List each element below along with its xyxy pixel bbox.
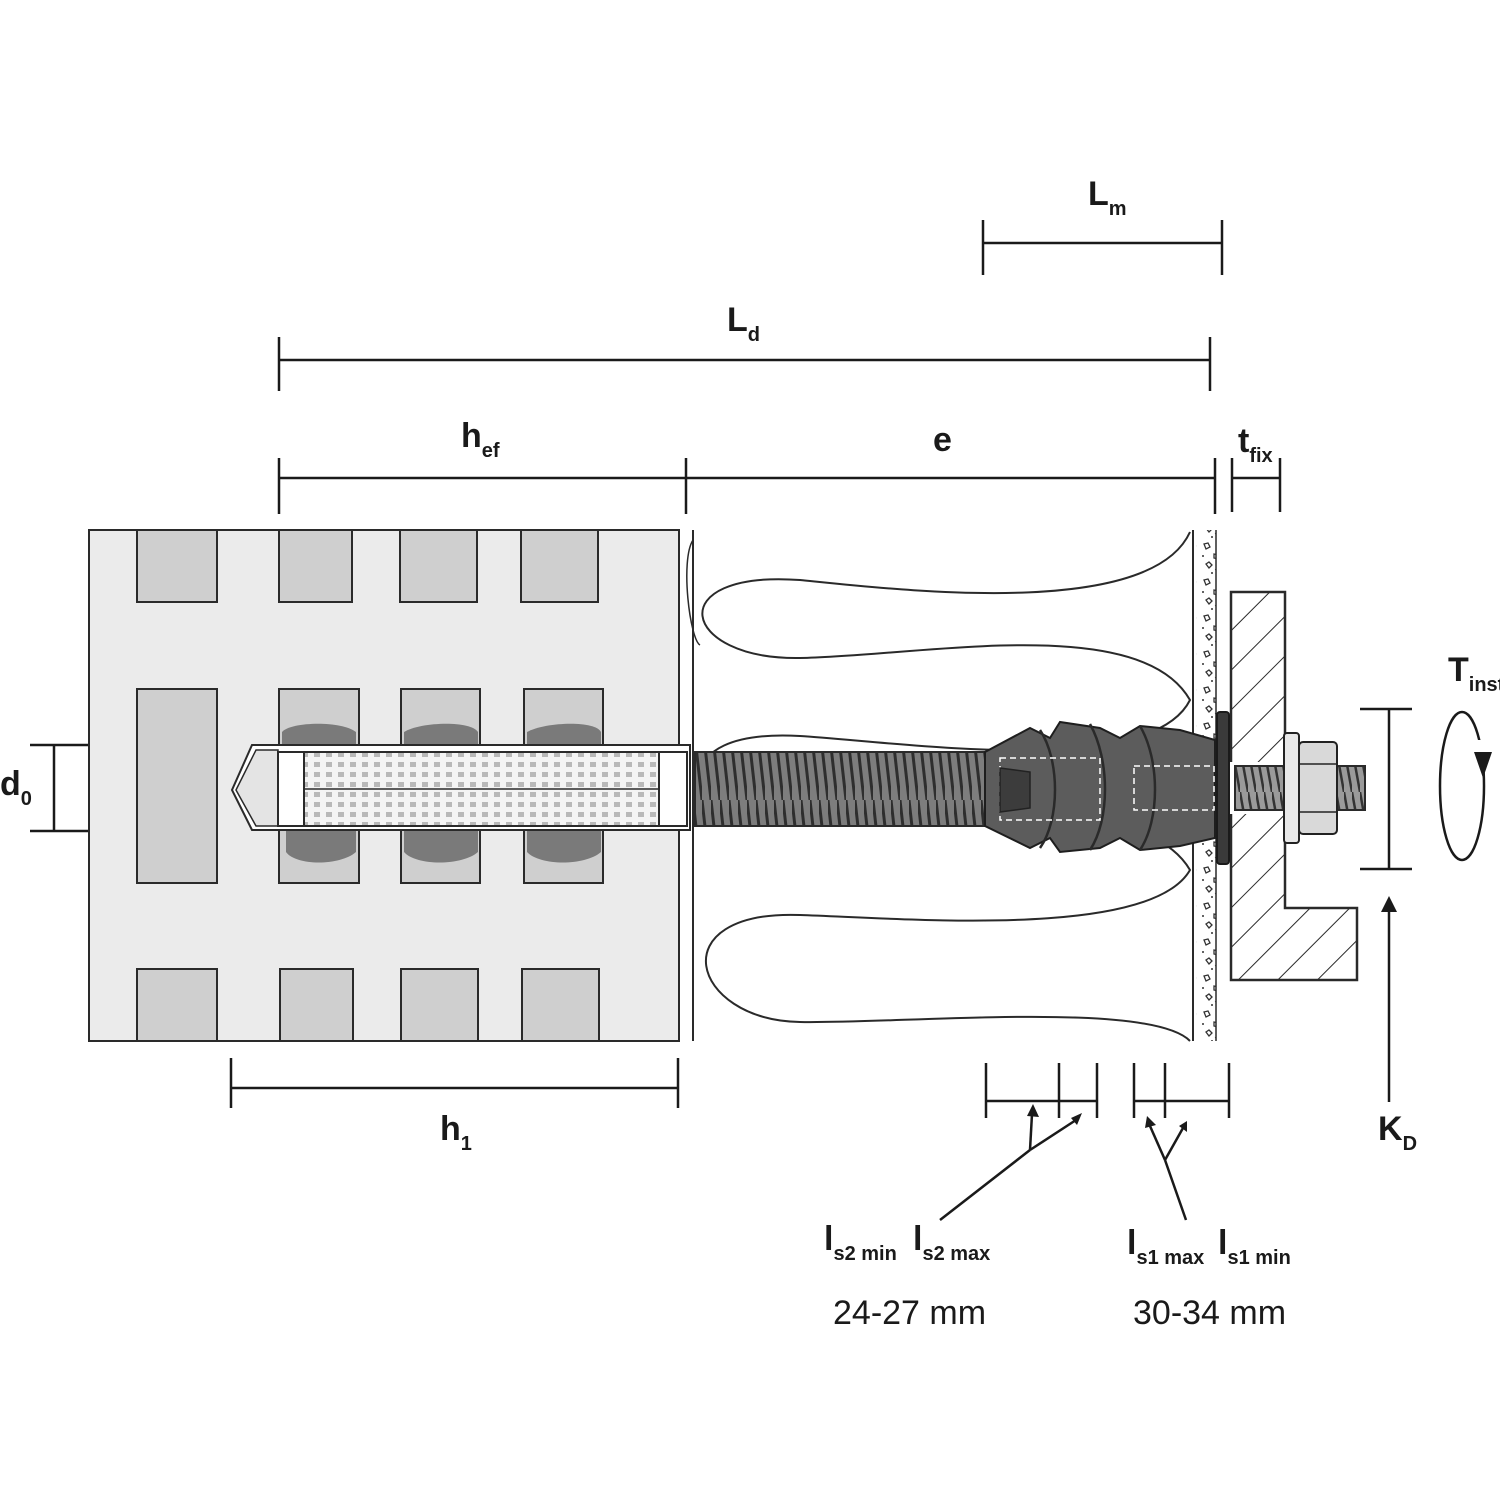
dimension-hef-e bbox=[277, 458, 1217, 514]
dimension-Ld bbox=[277, 337, 1212, 391]
dimension-tfix bbox=[1230, 458, 1282, 512]
label-Lm: Lm bbox=[1088, 175, 1127, 220]
arrowhead bbox=[1027, 1104, 1039, 1117]
arrowhead bbox=[1145, 1116, 1156, 1128]
block-cell bbox=[279, 968, 354, 1042]
block-cell bbox=[521, 968, 600, 1042]
label-tfix: tfix bbox=[1238, 422, 1273, 467]
label-KD: KD bbox=[1378, 1110, 1417, 1155]
label-d0: d0 bbox=[0, 765, 32, 810]
threaded-rod bbox=[694, 751, 1366, 827]
torque-rotation-icon bbox=[1438, 710, 1492, 862]
dimension-KD bbox=[1381, 896, 1397, 1102]
block-cell bbox=[520, 529, 599, 603]
label-ls2-max: ls2 max bbox=[913, 1220, 990, 1265]
block-cell bbox=[136, 968, 218, 1042]
washer-and-nut bbox=[1283, 732, 1338, 844]
dimension-ls1 bbox=[1132, 1063, 1231, 1221]
dimension-h1 bbox=[229, 1058, 680, 1108]
label-e: e bbox=[933, 421, 952, 459]
label-hef: hef bbox=[461, 417, 500, 462]
dimension-Lm bbox=[981, 220, 1224, 275]
arrowhead bbox=[1179, 1121, 1187, 1132]
block-cell bbox=[400, 968, 479, 1042]
label-Tinst: Tinst bbox=[1448, 651, 1500, 696]
dimension-torque bbox=[1360, 707, 1412, 871]
insulation-anchor-body bbox=[984, 711, 1230, 865]
label-h1: h1 bbox=[440, 1110, 472, 1155]
ls2-range-value: 24-27 mm bbox=[833, 1294, 986, 1332]
label-ls2-min: ls2 min bbox=[824, 1220, 897, 1265]
block-cell bbox=[136, 529, 218, 603]
block-cell bbox=[399, 529, 478, 603]
block-cell bbox=[136, 688, 218, 884]
dimension-ls2 bbox=[939, 1063, 1099, 1221]
label-ls1-max: ls1 max bbox=[1127, 1224, 1204, 1269]
block-cell bbox=[278, 529, 353, 603]
mesh-sleeve bbox=[277, 751, 688, 827]
label-ls1-min: ls1 min bbox=[1218, 1224, 1291, 1269]
dimension-d0 bbox=[30, 743, 88, 833]
ls1-range-value: 30-34 mm bbox=[1133, 1294, 1286, 1332]
arrowhead bbox=[1071, 1113, 1082, 1125]
label-Ld: Ld bbox=[727, 301, 760, 346]
